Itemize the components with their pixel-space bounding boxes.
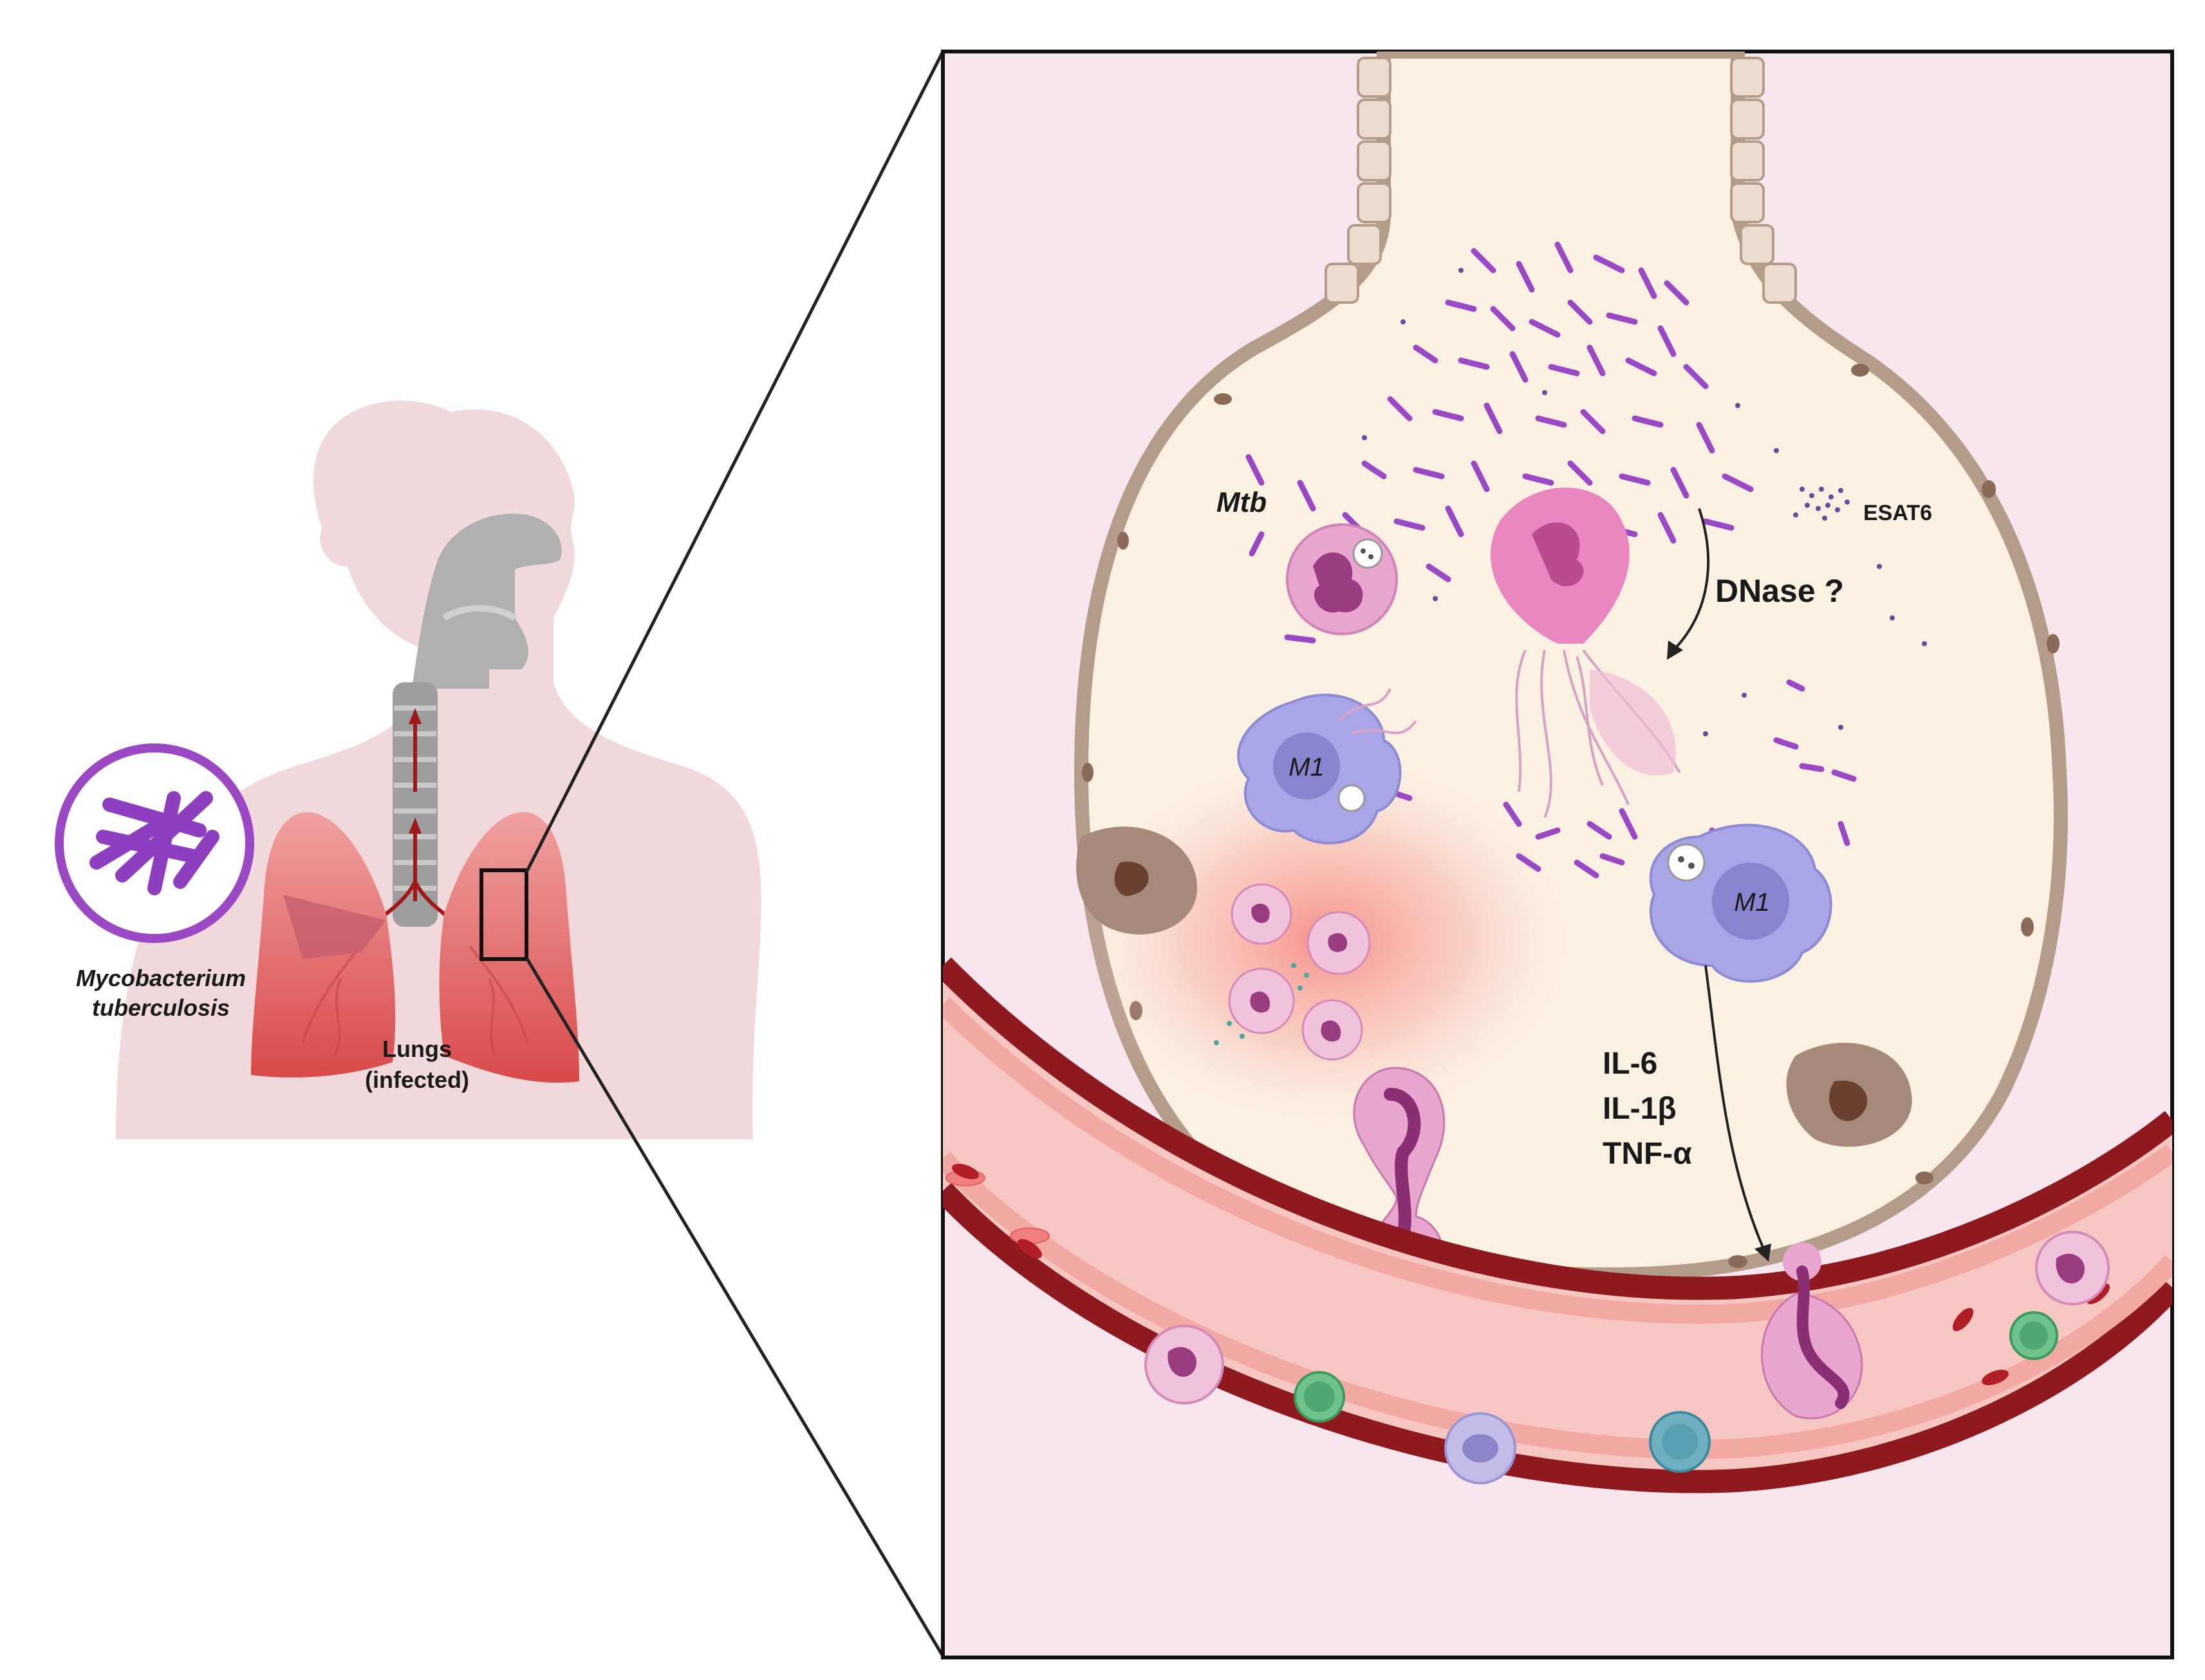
- lungs-label-line2: (infected): [365, 1067, 469, 1093]
- lymphocyte-blue: [1649, 1411, 1711, 1473]
- monocyte: [1444, 1412, 1516, 1484]
- upper-airway-icon: [412, 514, 562, 689]
- m1-label-top: M1: [1289, 753, 1325, 781]
- blood-vessel: [943, 957, 2172, 1493]
- cytokine-il1b: IL-1β: [1603, 1092, 1677, 1126]
- esat6-label: ESAT6: [1863, 501, 1932, 525]
- transmigrating-neutrophil-right: [1761, 1242, 1863, 1419]
- m1-macrophage-top: M1: [1237, 688, 1417, 845]
- zoom-box: [479, 868, 528, 961]
- dnase-arrow: [1672, 508, 1710, 651]
- lymphocyte-green: [1294, 1371, 1345, 1423]
- right-lung-icon: [439, 812, 579, 1083]
- dendritic-cell-right: [1786, 1043, 1912, 1147]
- human-figure: Mycobacterium tuberculosis Lungs (infect…: [55, 50, 945, 1657]
- mtb-label: Mtb: [1216, 487, 1267, 518]
- cytokine-tnfa: TNF-α: [1603, 1137, 1692, 1171]
- bacteria-cluster-icon: [89, 791, 219, 895]
- lymphocyte-green-right: [2009, 1311, 2058, 1360]
- cytokine-il6: IL-6: [1603, 1047, 1657, 1081]
- m1-macrophage-right: M1: [1649, 823, 1832, 983]
- circulating-neutrophil-right: [2035, 1231, 2110, 1305]
- dnase-label: DNase ?: [1715, 573, 1844, 609]
- circulating-neutrophil: [1144, 1325, 1224, 1405]
- organism-label-line1: Mycobacterium: [76, 965, 246, 991]
- lungs-label-line1: Lungs: [382, 1036, 452, 1062]
- m1-label-right: M1: [1734, 888, 1770, 917]
- organism-label-line2: tuberculosis: [92, 994, 230, 1021]
- cytokine-arrow: [1704, 965, 1765, 1249]
- neutrophil-cell: [1286, 523, 1398, 635]
- netosis-neutrophil: [1490, 487, 1681, 818]
- zoom-panel: M1 M1: [941, 50, 2174, 1659]
- dendritic-cell-left: [1076, 826, 1197, 935]
- bronchiole-cells: [1325, 57, 1797, 304]
